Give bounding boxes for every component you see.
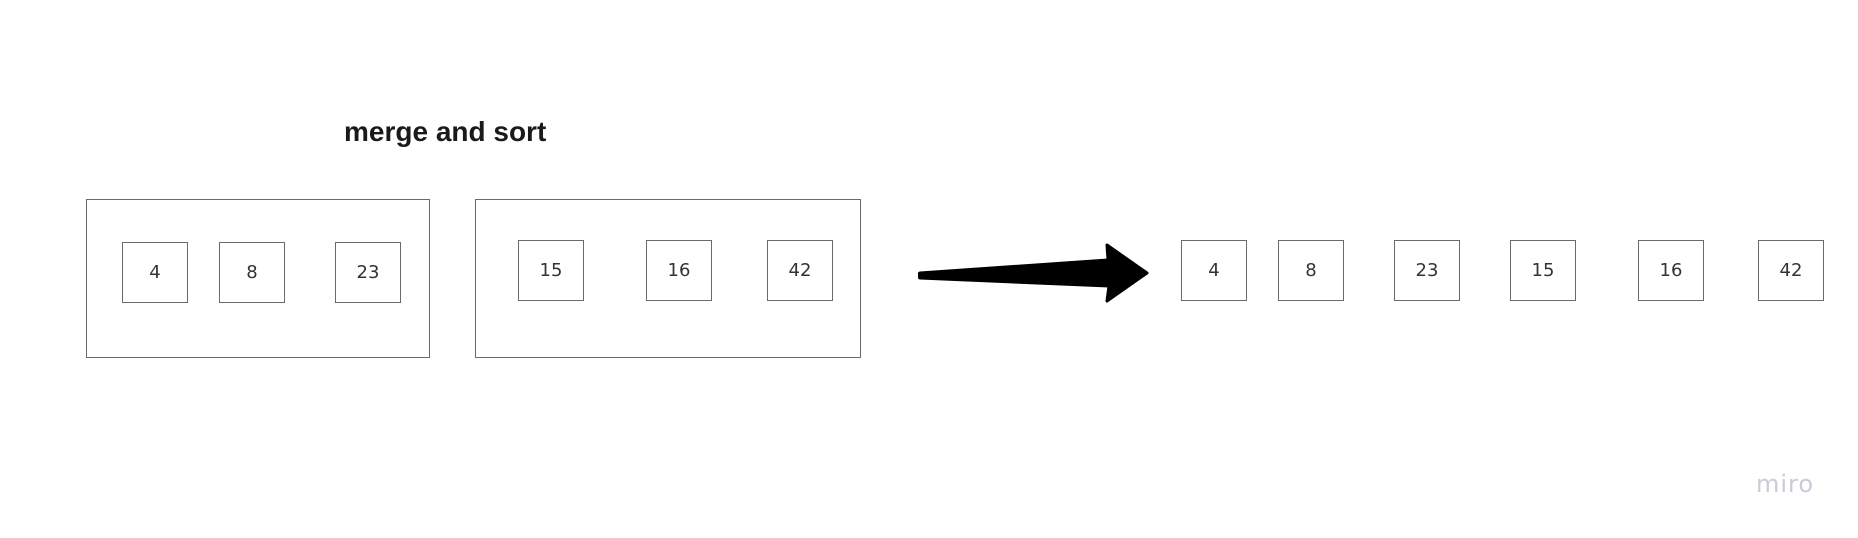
- input-group-2-cell-2: 16: [646, 240, 712, 301]
- input-group-1-cell-2: 8: [219, 242, 285, 303]
- arrow-right-icon: [916, 242, 1150, 310]
- input-group-1-cell-1: 4: [122, 242, 188, 303]
- output-cell-4: 15: [1510, 240, 1576, 301]
- input-group-2: [475, 199, 861, 358]
- output-cell-2: 8: [1278, 240, 1344, 301]
- output-cell-5: 16: [1638, 240, 1704, 301]
- output-cell-6: 42: [1758, 240, 1824, 301]
- input-group-1-cell-3: 23: [335, 242, 401, 303]
- miro-watermark: miro: [1756, 470, 1815, 498]
- input-group-2-cell-1: 15: [518, 240, 584, 301]
- output-cell-3: 23: [1394, 240, 1460, 301]
- input-group-2-cell-3: 42: [767, 240, 833, 301]
- diagram-title: merge and sort: [344, 116, 547, 147]
- output-cell-1: 4: [1181, 240, 1247, 301]
- input-group-1: [86, 199, 430, 358]
